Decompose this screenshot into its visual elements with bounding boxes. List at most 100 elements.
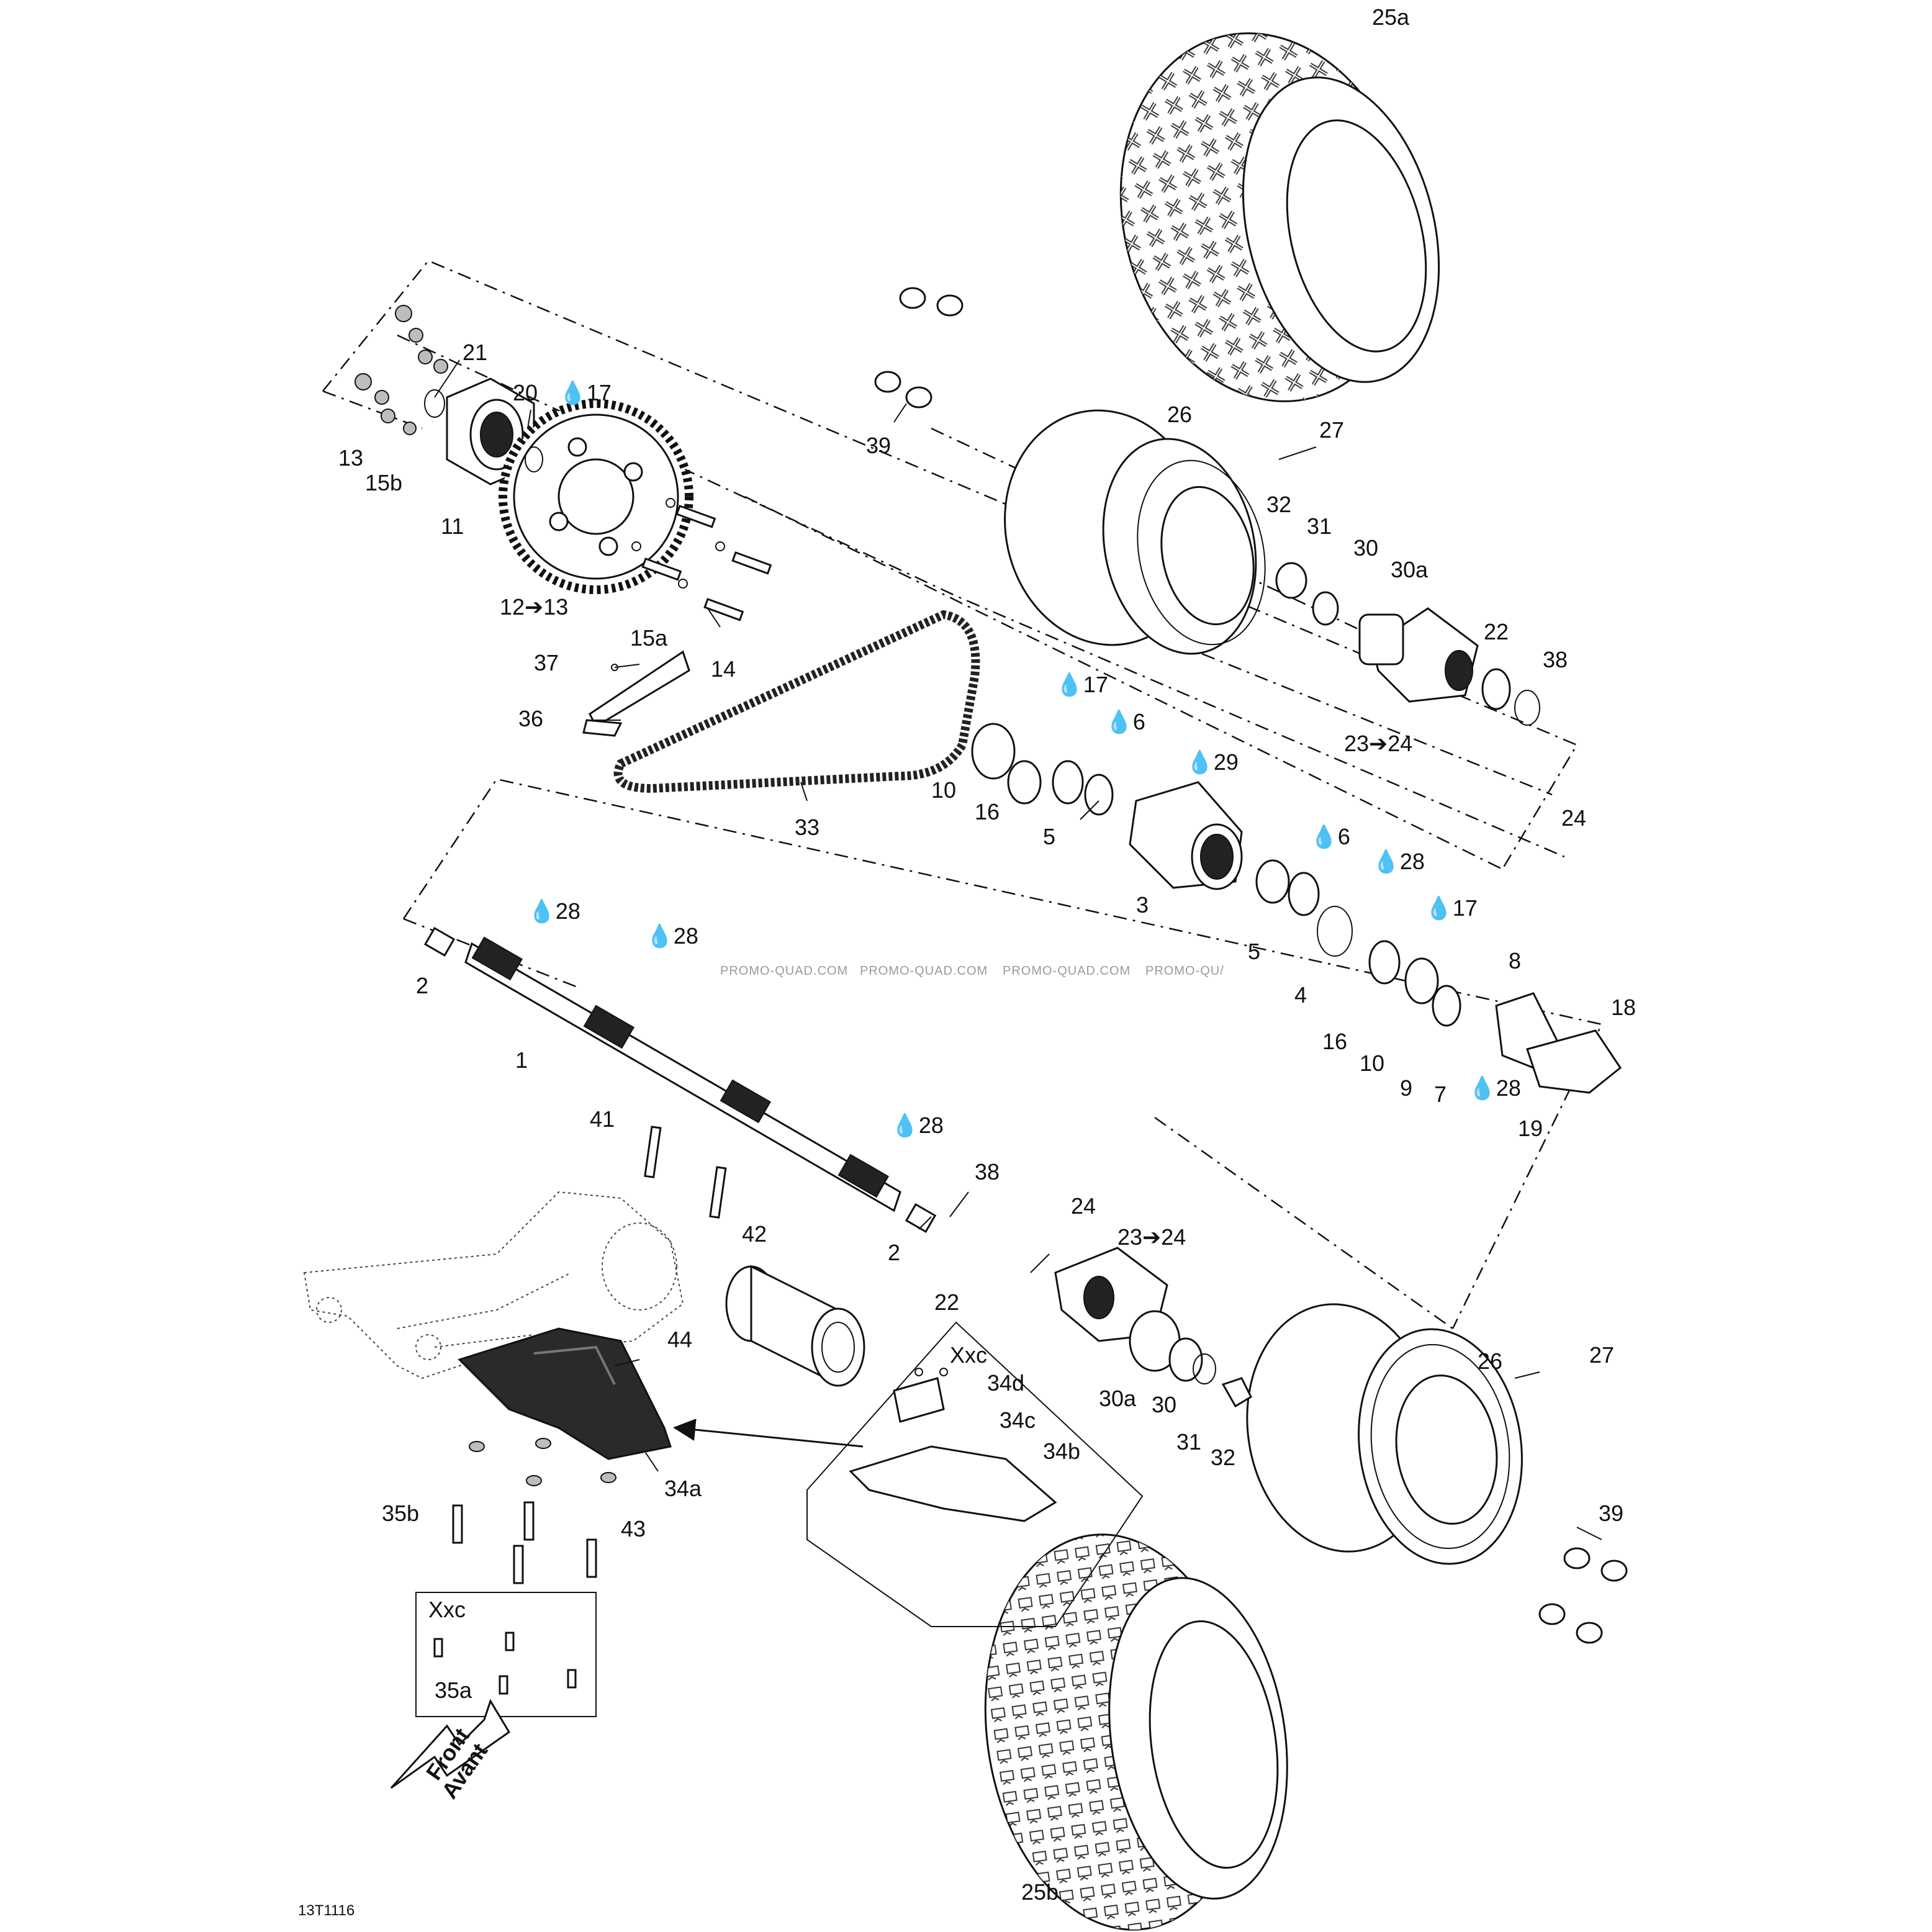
callout-2-lower: 2 [888, 1240, 900, 1265]
callout-23-arrow-24-lower: 23➔24 [1117, 1224, 1186, 1250]
inset-34-labels: Xxc 34d 34c 34b [950, 1342, 1080, 1464]
callout-30a-upper: 30a [1391, 557, 1429, 582]
rear-sprocket [499, 399, 693, 594]
callout-34a: 34a [664, 1476, 702, 1501]
callout-38-lower: 38 [975, 1159, 1000, 1185]
chain-guide [582, 650, 690, 737]
callout-31-lower: 31 [1176, 1429, 1201, 1455]
callout-10-upper: 10 [931, 777, 956, 803]
skid-plate-fasteners [452, 1438, 616, 1584]
callout-28-right: 💧28 [1372, 849, 1425, 874]
callout-43: 43 [621, 1516, 646, 1542]
upper-assembly-outline-lower [322, 390, 1503, 870]
callout-10-lower: 10 [1360, 1050, 1384, 1076]
callout-16-lower: 16 [1322, 1029, 1347, 1054]
callout-7: 7 [1434, 1081, 1447, 1107]
callout-37: 37 [534, 650, 559, 675]
callout-4: 4 [1294, 982, 1307, 1008]
skid-plate [458, 1327, 672, 1460]
callout-11: 11 [441, 513, 464, 539]
callout-35a: 35a [435, 1677, 472, 1703]
callout-32-upper: 32 [1266, 492, 1291, 517]
rear-axle-shaft [423, 926, 937, 1234]
callout-labels: 25a 21 20 💧17 13 15b 11 12➔13 15a 14 39 … [338, 4, 1636, 1905]
nuts-washers-13-21 [354, 305, 543, 472]
inset-35-labels: Xxc 35a [428, 1597, 472, 1703]
rear-wheel-rim-lower [1246, 1303, 1523, 1565]
callout-2-upper: 2 [416, 973, 428, 998]
callout-36: 36 [518, 706, 543, 731]
callout-41: 41 [590, 1106, 615, 1132]
inset-skid-plate-frame [806, 1321, 1144, 1627]
bearing-stack-upper [971, 723, 1114, 816]
inset-34-title: Xxc [950, 1342, 987, 1368]
callout-12-arrow-13: 12➔13 [500, 594, 568, 620]
wheel-hub-upper [1275, 562, 1540, 726]
callout-26-upper: 26 [1167, 402, 1192, 427]
rear-tire-lower [984, 1533, 1288, 1931]
callout-23-arrow-24-upper: 23➔24 [1344, 731, 1412, 756]
swing-arm-bolts [644, 1126, 727, 1219]
callout-34c: 34c [1000, 1407, 1036, 1433]
inset-skid-plate-drawing [849, 1368, 1057, 1522]
callout-5-upper: 5 [1043, 824, 1055, 849]
callout-31-upper: 31 [1307, 513, 1332, 539]
bearing-stack-lower [1255, 859, 1622, 1094]
callout-24-upper: 24 [1561, 805, 1586, 831]
callout-3: 3 [1136, 892, 1149, 918]
inset-fasteners [433, 1632, 577, 1695]
watermark-1: PROMO-QUAD.COM [720, 964, 848, 978]
wheel-hub-lower [1054, 1247, 1252, 1408]
rear-tire-upper [1119, 32, 1440, 402]
watermark-3: PROMO-QUAD.COM [1003, 964, 1131, 978]
callout-35b: 35b [382, 1501, 419, 1526]
drive-chain [613, 610, 980, 793]
callout-21: 21 [463, 340, 487, 365]
callout-22-lower: 22 [934, 1289, 959, 1315]
callout-18: 18 [1611, 995, 1636, 1020]
callout-25a: 25a [1372, 4, 1410, 30]
wheel-nuts-upper [874, 287, 964, 409]
callout-1: 1 [515, 1047, 528, 1073]
callout-33: 33 [795, 815, 819, 840]
callout-39-upper: 39 [866, 433, 891, 458]
callout-27-upper: 27 [1319, 417, 1344, 443]
callout-38-upper: 38 [1543, 647, 1568, 672]
callout-6-upper: 💧6 [1105, 709, 1145, 734]
callout-42: 42 [742, 1221, 767, 1247]
callout-8: 8 [1509, 948, 1521, 973]
callout-29: 💧29 [1186, 749, 1239, 775]
leader-lines [434, 359, 1602, 1540]
callout-28-axle-end: 💧28 [528, 898, 580, 924]
watermark-2: PROMO-QUAD.COM [860, 964, 988, 978]
callout-16-upper: 16 [975, 799, 1000, 824]
callout-24-lower: 24 [1071, 1193, 1096, 1219]
callout-6-lower: 💧6 [1310, 824, 1350, 849]
callout-9: 9 [1400, 1075, 1412, 1101]
callout-32-lower: 32 [1211, 1445, 1235, 1470]
callout-28-axle-mid: 💧28 [646, 923, 698, 949]
eccentric-housing [1129, 781, 1243, 890]
callout-15b: 15b [365, 470, 402, 495]
callout-27-lower: 27 [1589, 1342, 1614, 1368]
callout-30-lower: 30 [1152, 1392, 1176, 1417]
callout-34b: 34b [1043, 1438, 1080, 1464]
callout-17-right: 💧17 [1425, 895, 1478, 921]
callout-44: 44 [667, 1327, 692, 1352]
swing-arm-outline [303, 1191, 684, 1379]
watermark-4: PROMO-QU/ [1145, 964, 1224, 978]
front-direction-arrow: Front Avant [390, 1699, 511, 1803]
inset-leader-arrow [673, 1419, 864, 1448]
sprocket-bolts [631, 498, 772, 621]
callout-26-lower: 26 [1478, 1348, 1502, 1374]
callout-20: 20 [513, 380, 538, 405]
callout-30-upper: 30 [1353, 535, 1378, 561]
callout-15a: 15a [630, 625, 668, 651]
callout-39-lower: 39 [1599, 1501, 1623, 1526]
callout-22-upper: 22 [1484, 619, 1509, 644]
callout-28-axle-spline: 💧28 [891, 1113, 944, 1138]
inset-35-title: Xxc [428, 1597, 466, 1622]
upper-assembly-outline [322, 260, 1578, 870]
callout-28-lower-right: 💧28 [1468, 1075, 1521, 1101]
